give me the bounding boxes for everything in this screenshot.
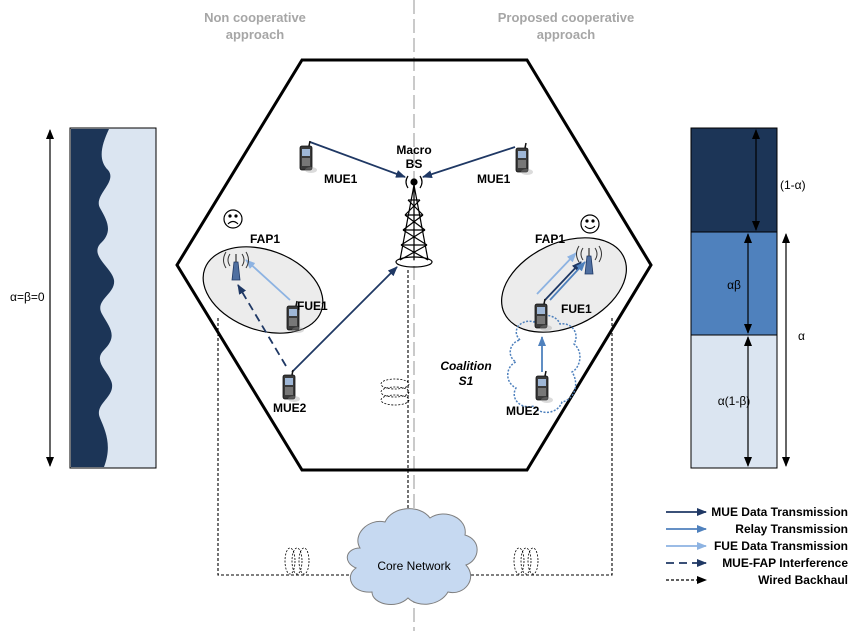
arrow-fue1-right-data	[536, 252, 577, 295]
cable-coil-center	[380, 378, 410, 406]
right-bar-alpha-label: α	[798, 329, 805, 343]
left-bar-label: α=β=0	[10, 290, 45, 304]
arrow-fue1-relay-to-fap	[549, 261, 586, 301]
wired-backhaul-lines	[217, 270, 613, 576]
arrow-mue2-fap-interference	[237, 284, 287, 367]
header-left-line1: Non cooperative	[204, 10, 306, 25]
arrow-mue1-left-to-bs	[309, 141, 406, 178]
coalition-s1-cloud	[507, 314, 581, 414]
cable-coil-right	[513, 547, 539, 575]
right-resource-bar	[690, 127, 778, 469]
arrow-fue1-right-to-fap	[544, 261, 582, 301]
label-mue2-left: MUE2	[273, 401, 307, 415]
sad-face-icon	[223, 209, 243, 229]
arrow-mue1-right-to-bs	[422, 146, 516, 179]
right-bar-segment-bottom-label: α(1-β)	[718, 394, 751, 408]
arrow-mue2-left-to-bs	[291, 266, 398, 373]
macro-bs-tower-icon	[395, 175, 433, 268]
label-coalition-line2: S1	[459, 374, 474, 388]
header-right-line2: approach	[537, 27, 596, 42]
core-network-cloud: Core Network	[346, 508, 478, 606]
label-fap1-left: FAP1	[250, 232, 280, 246]
label-fue1-right: FUE1	[561, 302, 592, 316]
legend-label-0: MUE Data Transmission	[711, 505, 848, 519]
femtocell-left	[202, 246, 324, 334]
arrow-fue1-left-to-fap	[245, 259, 291, 301]
mue1-right-phone-icon	[515, 142, 534, 176]
happy-face-icon	[580, 214, 600, 234]
header-right-line1: Proposed cooperative	[498, 10, 635, 25]
header-left-line2: approach	[226, 27, 285, 42]
macro-bs-label-line1: Macro	[396, 143, 431, 157]
right-bar-segment-mid-label: αβ	[727, 278, 741, 292]
macro-cell-hexagon	[175, 58, 653, 472]
core-network-label: Core Network	[377, 559, 451, 573]
label-mue1-left: MUE1	[324, 172, 358, 186]
label-mue1-right: MUE1	[477, 172, 511, 186]
left-resource-bar	[69, 127, 157, 469]
legend-label-2: FUE Data Transmission	[714, 539, 848, 553]
legend-label-4: Wired Backhaul	[758, 573, 848, 587]
label-fue1-left: FUE1	[297, 299, 328, 313]
macro-bs-label-line2: BS	[406, 157, 423, 171]
label-mue2-right: MUE2	[506, 404, 540, 418]
mue2-right-phone-icon	[535, 370, 554, 404]
legend-label-3: MUE-FAP Interference	[722, 556, 848, 570]
legend-label-1: Relay Transmission	[735, 522, 848, 536]
label-fap1-right: FAP1	[535, 232, 565, 246]
label-coalition-line1: Coalition	[440, 359, 491, 373]
mue1-left-phone-icon	[299, 140, 318, 174]
cable-coil-left	[284, 547, 310, 575]
mue2-left-phone-icon	[282, 369, 301, 403]
right-bar-segment-top-label: (1-α)	[780, 178, 806, 192]
